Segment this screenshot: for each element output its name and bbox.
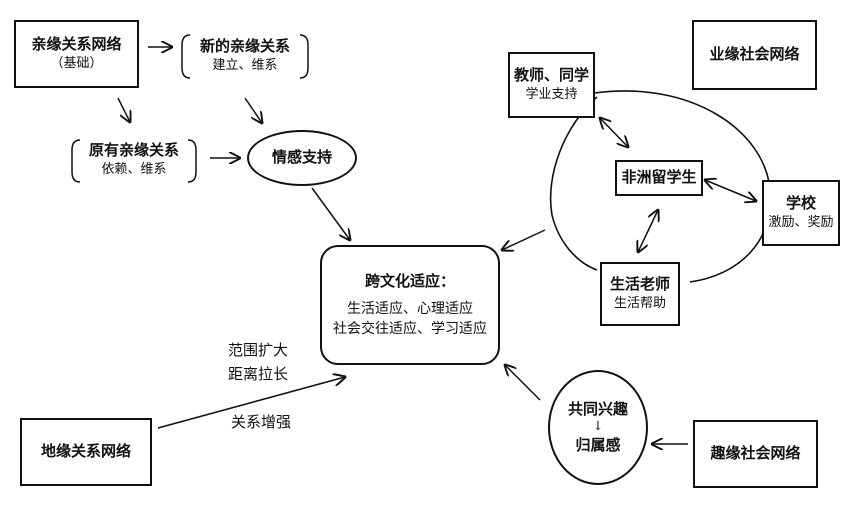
shared-interest-arrow-icon: ↓ <box>592 419 604 435</box>
brace-right <box>187 139 197 183</box>
school-subtitle: 激励、奖励 <box>768 215 834 231</box>
belonging-title: 归属感 <box>575 435 621 454</box>
edge-label-scope: 范围扩大 <box>228 341 289 359</box>
kinship-network-subtitle: （基础） <box>50 56 103 72</box>
edge-interest-to-adaptation <box>505 365 541 401</box>
teachers-classmates-subtitle: 学业支持 <box>525 87 578 103</box>
school-title: 学校 <box>785 193 816 212</box>
professional-network-title: 业缘社会网络 <box>709 45 800 64</box>
edge-professional-to-adaptation <box>502 229 546 250</box>
new-kinship-node: 新的亲缘关系 建立、维系 <box>190 32 300 80</box>
teachers-classmates-node: 教师、同学 学业支持 <box>508 52 595 118</box>
life-teacher-subtitle: 生活帮助 <box>613 296 666 312</box>
interest-network-title: 趣缘社会网络 <box>710 444 801 463</box>
school-node: 学校 激励、奖励 <box>762 180 840 246</box>
cross-cultural-adaptation-node: 跨文化适应： 生活适应、心理适应 社会交往适应、学习适应 <box>320 245 500 365</box>
edge-label-strength: 关系增强 <box>231 413 292 431</box>
cross-cultural-title: 跨文化适应： <box>364 271 455 290</box>
shared-interest-node: 共同兴趣 ↓ 归属感 <box>548 370 648 485</box>
geo-network-title: 地缘关系网络 <box>40 442 131 461</box>
professional-network-node: 业缘社会网络 <box>692 20 817 90</box>
emotional-support-title: 情感支持 <box>271 148 332 167</box>
teachers-classmates-title: 教师、同学 <box>513 65 589 84</box>
edge-new-to-emotion <box>244 97 262 123</box>
emotional-support-node: 情感支持 <box>247 130 357 186</box>
edge-students-lifeteacher <box>638 210 658 252</box>
edge-label-distance: 距离拉长 <box>228 365 289 383</box>
cross-cultural-line1: 生活适应、心理适应 <box>347 300 473 317</box>
edge-kinship-to-original <box>117 97 130 122</box>
new-kinship-title: 新的亲缘关系 <box>199 36 290 55</box>
new-kinship-subtitle: 建立、维系 <box>212 58 278 74</box>
brace-left <box>71 139 81 183</box>
original-kinship-node: 原有亲缘关系 依赖、维系 <box>80 136 188 184</box>
edge-emotion-to-adaptation <box>311 187 350 240</box>
life-teacher-title: 生活老师 <box>609 274 670 293</box>
professional-network-circle <box>549 96 598 271</box>
interest-network-node: 趣缘社会网络 <box>693 420 818 488</box>
shared-interest-title: 共同兴趣 <box>567 399 628 418</box>
original-kinship-subtitle: 依赖、维系 <box>101 162 167 178</box>
edge-geo-to-adaptation <box>157 377 345 429</box>
original-kinship-title: 原有亲缘关系 <box>88 140 179 159</box>
kinship-network-title: 亲缘关系网络 <box>31 34 122 53</box>
kinship-network-node: 亲缘关系网络 （基础） <box>14 20 139 88</box>
african-students-node: 非洲留学生 <box>615 160 703 196</box>
brace-right <box>299 34 309 79</box>
african-students-title: 非洲留学生 <box>621 168 697 187</box>
edge-teachers-students <box>600 118 628 147</box>
brace-left <box>181 34 191 79</box>
life-teacher-node: 生活老师 生活帮助 <box>600 262 680 326</box>
geo-network-node: 地缘关系网络 <box>20 418 152 486</box>
edge-students-school <box>705 180 756 201</box>
cross-cultural-line2: 社会交往适应、学习适应 <box>333 320 487 337</box>
